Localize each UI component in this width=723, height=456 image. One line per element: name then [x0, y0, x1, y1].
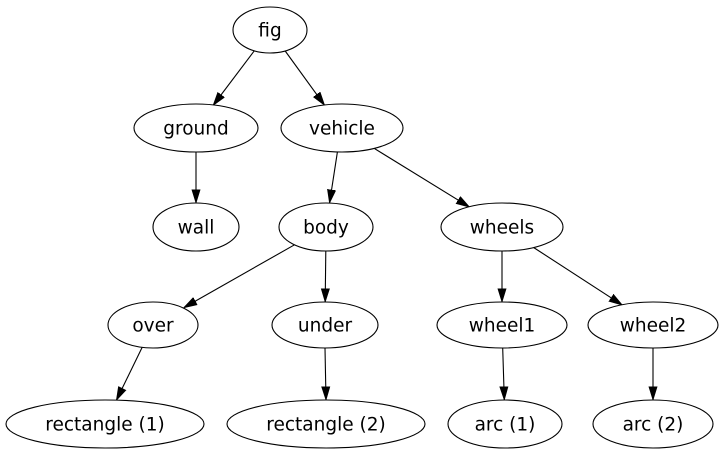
node-under-label: under	[298, 316, 353, 337]
node-rectangle2-label: rectangle (2)	[266, 415, 385, 436]
node-arc1: arc (1)	[447, 399, 563, 449]
node-wheel2-label: wheel2	[620, 316, 687, 337]
node-wheels-label: wheels	[470, 218, 534, 239]
node-fig-label: fig	[258, 21, 281, 42]
edge-layer	[117, 50, 653, 400]
node-arc2: arc (2)	[592, 399, 714, 449]
node-vehicle: vehicle	[280, 103, 404, 153]
node-wall: wall	[152, 202, 240, 252]
edge-vehicle-body	[330, 151, 338, 203]
node-over-label: over	[132, 316, 174, 337]
edge-body-under	[325, 250, 326, 302]
node-body: body	[278, 202, 374, 252]
node-wall-label: wall	[178, 218, 215, 239]
node-vehicle-label: vehicle	[309, 119, 375, 140]
edge-body-over	[184, 244, 295, 308]
node-body-label: body	[303, 218, 349, 239]
node-layer: fig ground vehicle wall body wheels	[5, 6, 719, 449]
node-wheel2: wheel2	[587, 301, 719, 349]
node-ground: ground	[133, 103, 259, 153]
edge-wheel1-arc1	[503, 347, 505, 400]
node-wheel1-label: wheel1	[469, 316, 536, 337]
edge-over-rectangle1	[117, 347, 143, 400]
node-arc2-label: arc (2)	[623, 415, 684, 436]
node-ground-label: ground	[163, 119, 228, 140]
node-under: under	[271, 301, 379, 349]
node-rectangle1-label: rectangle (1)	[45, 415, 164, 436]
edge-wheels-wheel2	[533, 247, 622, 305]
node-wheel1: wheel1	[436, 301, 568, 349]
node-rectangle2: rectangle (2)	[226, 399, 426, 449]
node-wheels: wheels	[440, 202, 564, 252]
edge-fig-vehicle	[284, 50, 324, 105]
node-over: over	[107, 301, 199, 349]
node-rectangle1: rectangle (1)	[5, 399, 205, 449]
edge-vehicle-wheels	[373, 147, 469, 207]
node-fig: fig	[232, 6, 308, 54]
edge-under-rectangle2	[325, 347, 326, 400]
node-arc1-label: arc (1)	[475, 415, 536, 436]
edge-fig-ground	[213, 50, 255, 105]
